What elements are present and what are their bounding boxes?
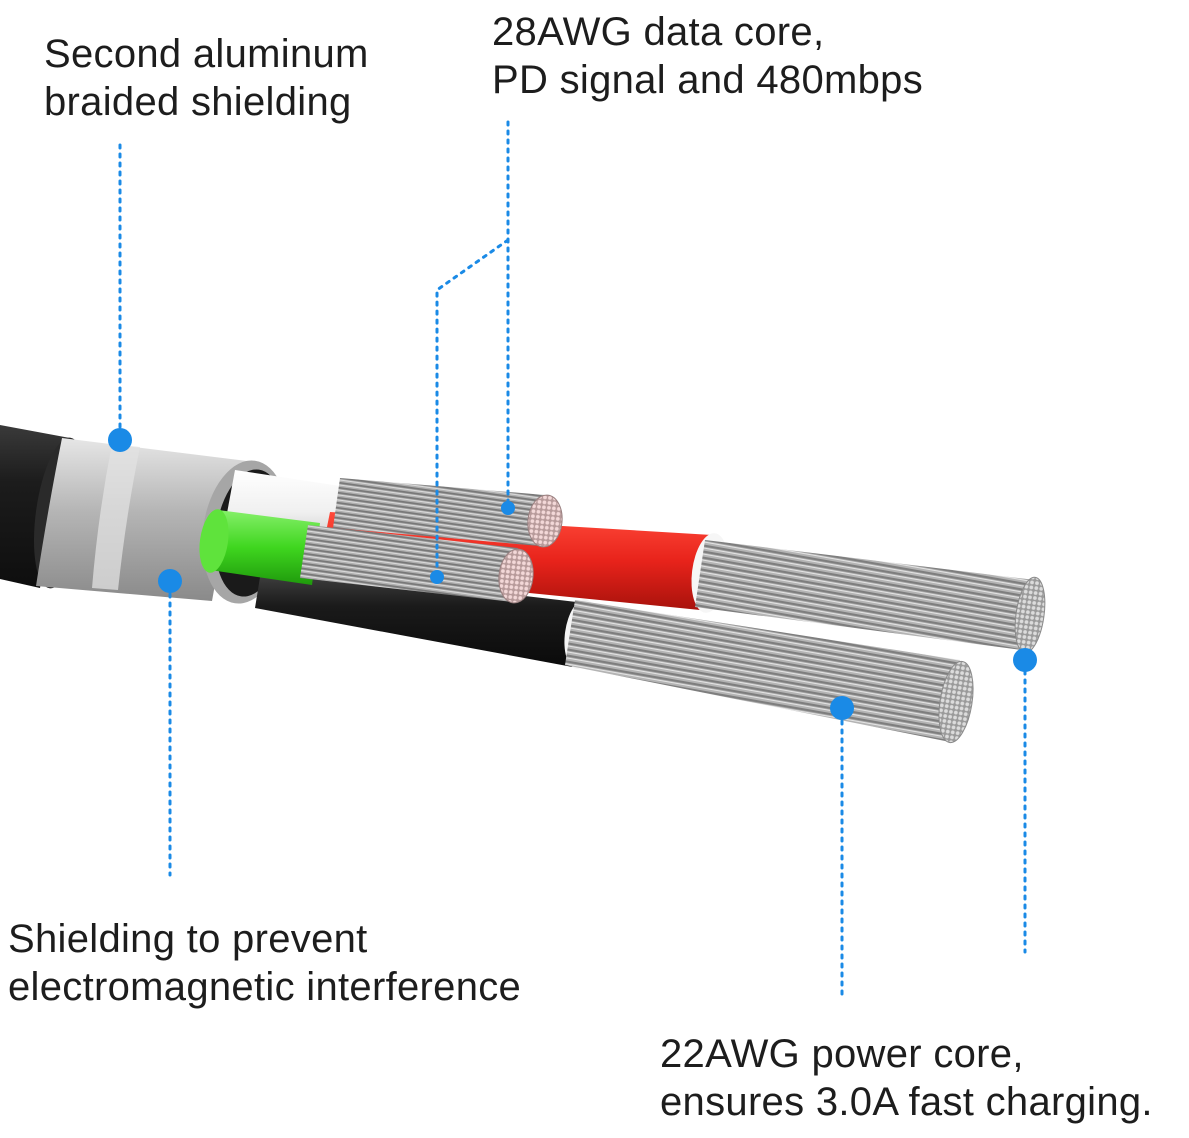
callout-label-data-core: 28AWG data core, PD signal and 480mbps — [492, 8, 923, 104]
callout-dot-power-core-black — [830, 696, 854, 720]
callout-dot-data-core-lower — [430, 570, 444, 584]
callout-dot-braided-shielding — [108, 428, 132, 452]
callout-label-line: PD signal and 480mbps — [492, 58, 924, 102]
callout-label-emi-shielding: Shielding to prevent electromagnetic int… — [8, 915, 521, 1011]
black-insulation — [255, 565, 585, 668]
leader-line-data-core-lower — [435, 238, 510, 577]
green-insulation — [210, 510, 320, 585]
power-conductor-red — [695, 540, 1035, 650]
callout-label-line: Shielding to prevent — [8, 917, 368, 961]
callout-label-line: 28AWG data core, — [492, 10, 825, 54]
data-conductor-lower-end — [498, 548, 534, 604]
power-conductor-black — [565, 600, 960, 742]
callout-label-power-core: 22AWG power core, ensures 3.0A fast char… — [660, 1030, 1153, 1126]
data-conductor-upper — [333, 478, 545, 546]
callout-dot-power-core-red — [1013, 648, 1037, 672]
power-conductor-black-end — [938, 660, 974, 744]
callout-label-line: electromagnetic interference — [8, 965, 522, 1009]
foil-highlight-band — [92, 444, 140, 590]
callout-label-line: ensures 3.0A fast charging. — [660, 1080, 1153, 1124]
callout-label-braided-shielding: Second aluminum braided shielding — [44, 30, 369, 126]
callout-dot-data-core-upper — [501, 501, 515, 515]
callout-label-line: 22AWG power core, — [660, 1032, 1024, 1076]
callout-dot-emi-shielding — [158, 569, 182, 593]
data-conductor-upper-end — [527, 494, 563, 548]
callout-label-line: Second aluminum — [44, 32, 369, 76]
callout-label-line: braided shielding — [44, 80, 352, 124]
aluminum-braided-shield — [36, 438, 255, 601]
data-conductor-lower — [300, 525, 518, 602]
green-insulation-end — [199, 509, 229, 573]
